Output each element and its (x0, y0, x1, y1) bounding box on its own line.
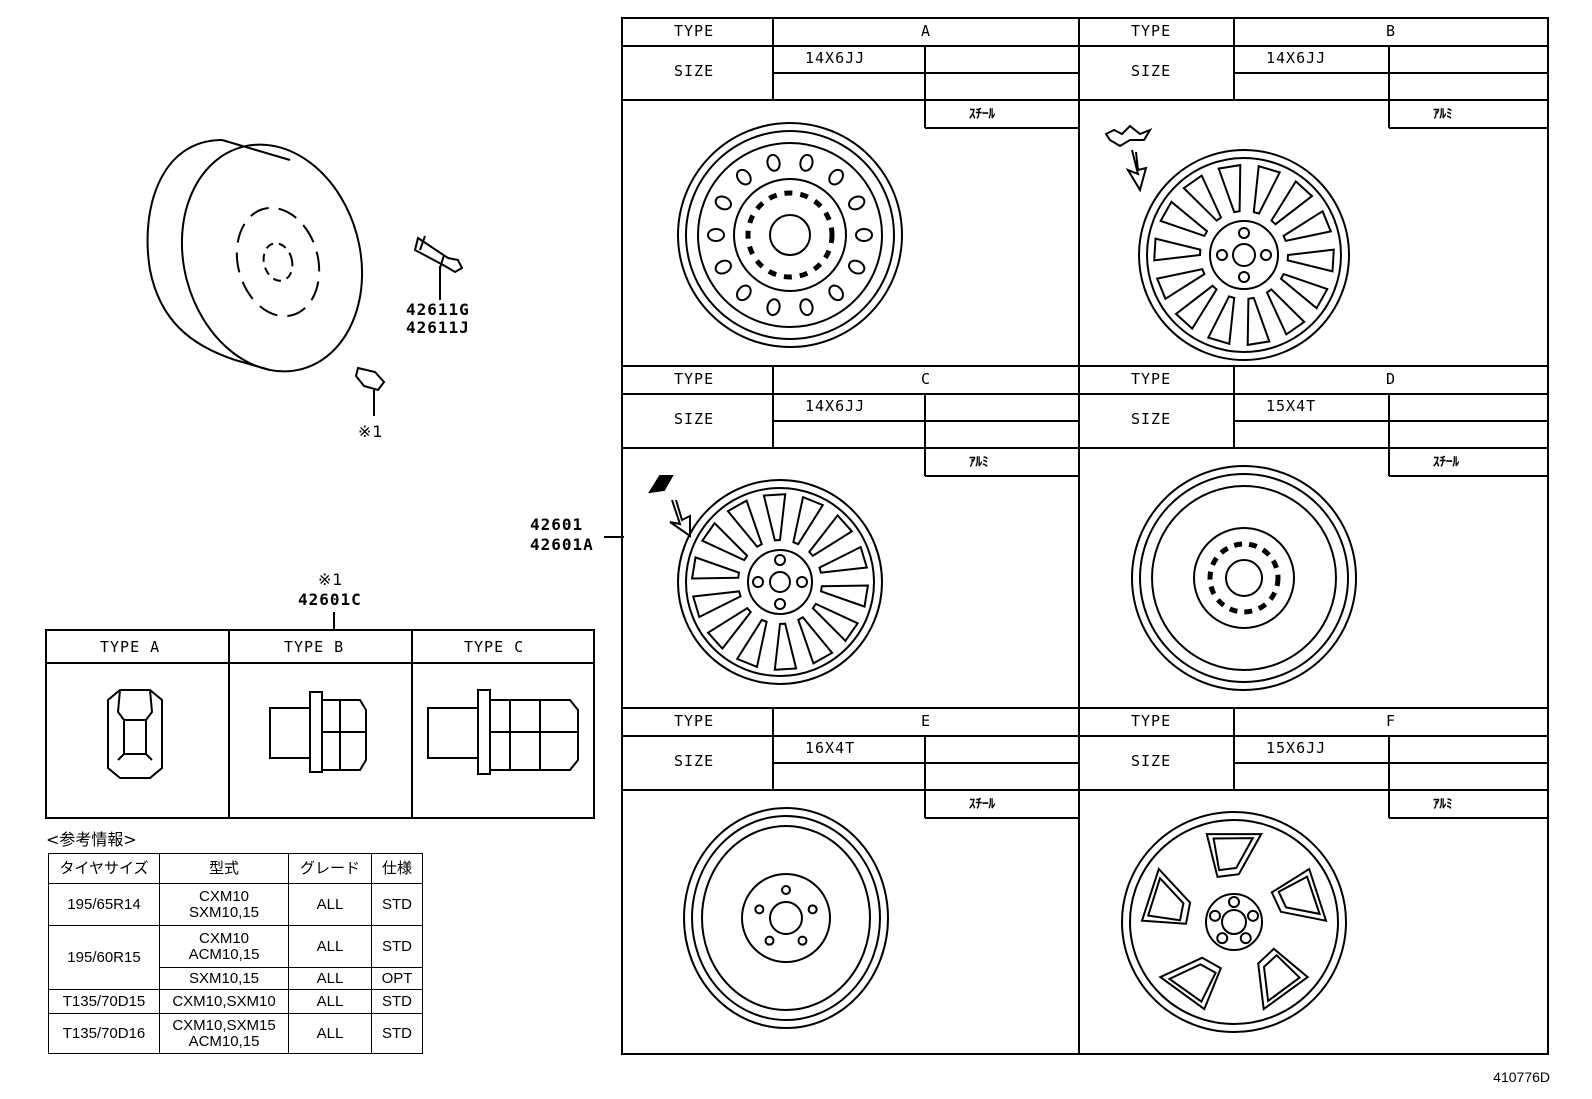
material-value: ｽﾁｰﾙ (969, 797, 995, 812)
type-value: A (921, 22, 932, 40)
size-label: SIZE (674, 62, 715, 80)
valve-stem-illustration (413, 235, 464, 300)
header-grade: グレード (288, 853, 372, 884)
nut-ref-mark: ※1 (358, 422, 384, 441)
nut-part-number: 42601C (298, 590, 362, 609)
type-label: TYPE (674, 22, 715, 40)
size-label: SIZE (1131, 752, 1172, 770)
type-value: C (921, 370, 932, 388)
type-value: D (1386, 370, 1397, 388)
type-label: TYPE (1131, 22, 1172, 40)
size-value: 15X6JJ (1266, 739, 1327, 757)
wheel-part-number-1: 42601 (530, 515, 584, 534)
size-value: 15X4T (1266, 397, 1317, 415)
wheel-d-drawing (1131, 465, 1357, 691)
header-model: 型式 (159, 853, 289, 884)
material-value: ｱﾙﾐ (1433, 797, 1453, 812)
size-label: SIZE (1131, 410, 1172, 428)
arrow-icon-c (669, 499, 691, 538)
valve-part-number-1: 42611G (406, 300, 470, 319)
clip-icon-c (648, 475, 674, 494)
arrow-icon-b (1125, 149, 1148, 193)
reference-title: <参考情報> (46, 830, 137, 849)
nut-type-a-drawing (107, 689, 163, 779)
wheel-b-drawing (1138, 149, 1350, 361)
header-tire-size: タイヤサイズ (48, 853, 160, 884)
type-label: TYPE (1131, 712, 1172, 730)
material-value: ｽﾁｰﾙ (969, 107, 995, 122)
nut-illustration (354, 366, 386, 416)
wheel-f-drawing (1121, 811, 1347, 1033)
size-value: 14X6JJ (805, 397, 866, 415)
nut-ref-mark-2: ※1 (318, 570, 344, 589)
nut-type-b-label: TYPE B (284, 638, 345, 656)
size-value: 16X4T (805, 739, 856, 757)
type-value: B (1386, 22, 1397, 40)
size-label: SIZE (674, 410, 715, 428)
header-spec: 仕様 (371, 853, 423, 884)
size-value: 14X6JJ (1266, 49, 1327, 67)
type-label: TYPE (674, 712, 715, 730)
type-label: TYPE (674, 370, 715, 388)
tire-illustration (146, 139, 364, 373)
nut-type-b-drawing (269, 691, 367, 773)
size-value: 14X6JJ (805, 49, 866, 67)
wheel-a-drawing (677, 122, 903, 348)
type-value: F (1386, 712, 1397, 730)
size-label: SIZE (674, 752, 715, 770)
material-value: ｱﾙﾐ (1433, 107, 1453, 122)
size-label: SIZE (1131, 62, 1172, 80)
wheel-part-number-2: 42601A (530, 535, 594, 554)
type-label: TYPE (1131, 370, 1172, 388)
table-row: T135/70D15 CXM10,SXM10 ALL STD (48, 989, 423, 1014)
nut-type-c-drawing (427, 689, 579, 775)
valve-part-number-2: 42611J (406, 318, 470, 337)
wheel-type-grid (621, 17, 1549, 1055)
wheel-c-drawing (677, 479, 883, 685)
wheel-e-drawing (683, 807, 889, 1029)
type-value: E (921, 712, 932, 730)
nut-type-table (45, 629, 595, 819)
material-value: ｱﾙﾐ (969, 455, 989, 470)
nut-type-c-label: TYPE C (464, 638, 525, 656)
diagram-code: 410776D (1493, 1069, 1550, 1085)
material-value: ｽﾁｰﾙ (1433, 455, 1459, 470)
sticker-icon-b (1104, 124, 1153, 148)
nut-type-a-label: TYPE A (100, 638, 161, 656)
